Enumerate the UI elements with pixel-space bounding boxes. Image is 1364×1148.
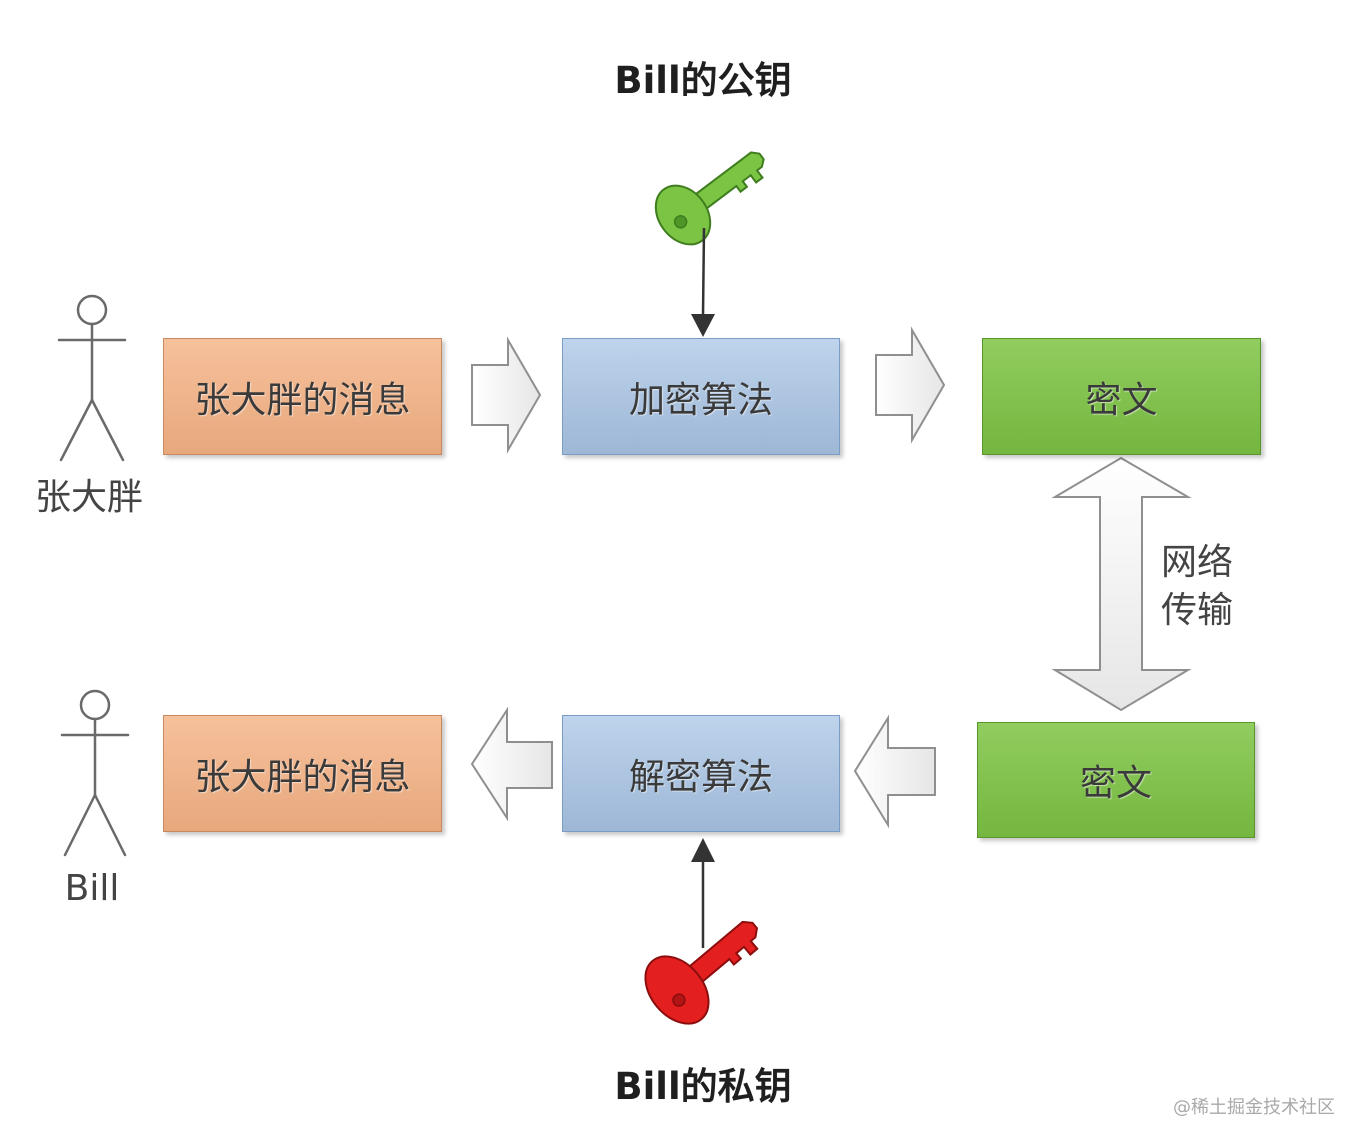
network-transfer-double-arrow [1051, 456, 1192, 712]
receiver-label: Bill [64, 868, 120, 909]
key-blade [682, 920, 759, 988]
decrypt-to-plaintext-arrow [470, 706, 553, 822]
key-bow [644, 955, 710, 1025]
private-key-title: Bill的私钥 [614, 1065, 792, 1108]
ciphertext-to-decrypt-arrow [853, 714, 936, 829]
key-bow [654, 184, 712, 246]
ciphertext-box-top: 密文 [982, 338, 1261, 455]
received-message-box: 张大胖的消息 [163, 715, 442, 832]
encrypt-to-ciphertext-arrow [875, 326, 946, 444]
plaintext-to-encrypt-arrow [471, 336, 542, 454]
key-hole [672, 993, 686, 1007]
sender-person-icon [57, 294, 127, 462]
ciphertext-box-bottom: 密文 [977, 722, 1255, 838]
public-key-arrow [691, 227, 715, 337]
receiver-person-icon [60, 689, 130, 857]
public-key-title: Bill的公钥 [614, 59, 792, 102]
key-hole [673, 215, 688, 229]
network-transfer-label-line2: 传输 [1160, 590, 1233, 631]
key-blade [688, 151, 765, 214]
private-key-icon [644, 920, 759, 1025]
sender-message-box: 张大胖的消息 [163, 338, 442, 455]
private-key-arrow [691, 838, 715, 948]
encryption-algorithm-box: 加密算法 [562, 338, 840, 455]
watermark: @稀土掘金技术社区 [1173, 1097, 1335, 1118]
network-transfer-label-line1: 网络 [1160, 542, 1233, 583]
public-key-icon [654, 151, 765, 246]
decryption-algorithm-box: 解密算法 [562, 715, 840, 832]
sender-label: 张大胖 [34, 477, 143, 518]
